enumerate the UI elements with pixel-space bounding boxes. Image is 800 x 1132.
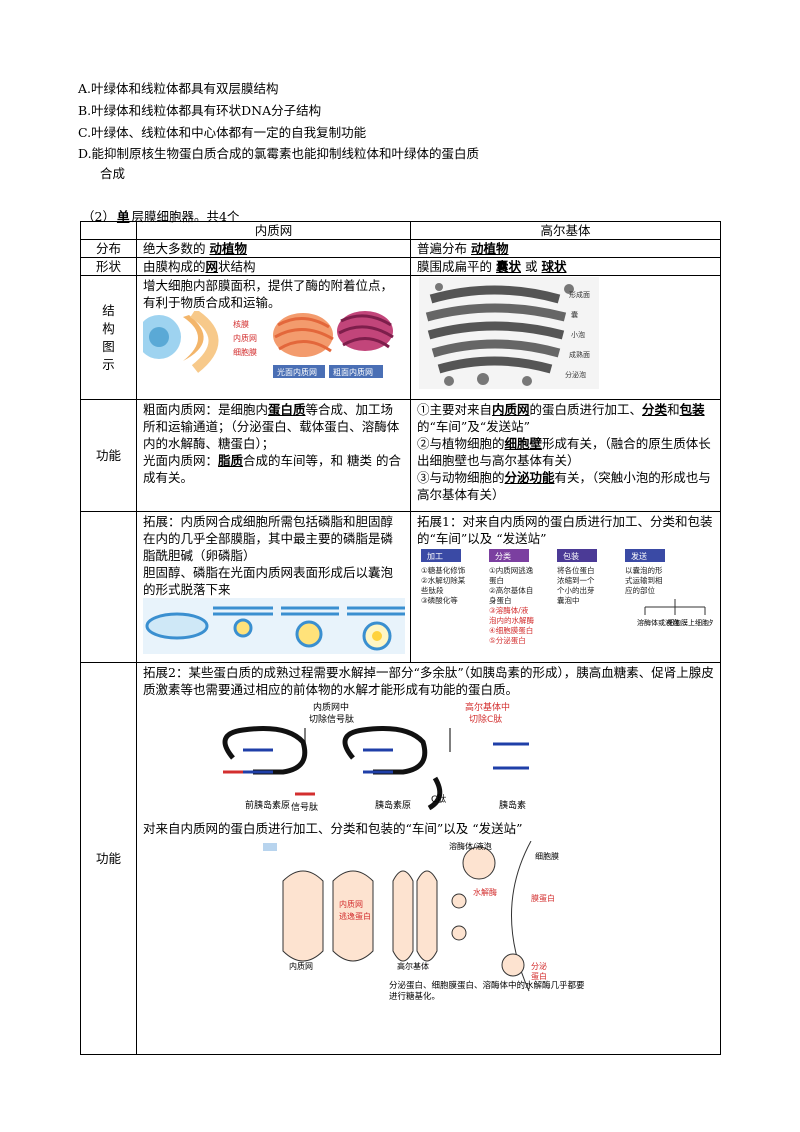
option-c: C.叶绿体、线粒体和中心体都有一定的自我复制功能 (78, 125, 367, 140)
target-membrane: 细胞膜上 (667, 618, 695, 627)
golgi-label-4: 分泌泡 (565, 370, 586, 379)
fig-label-membrane-protein: 膜蛋白 (531, 893, 555, 903)
er-expansion: 拓展：内质网合成细胞所需包括磷脂和胆固醇在内的几乎全部膜脂，其中最主要的磷脂是磷… (136, 511, 411, 663)
process-box-line: 应的部位 (625, 585, 655, 595)
option-a: A.叶绿体和线粒体都具有双层膜结构 (78, 81, 279, 96)
process-box-title: 包装 (563, 551, 579, 561)
row-label-shape: 形状 (80, 257, 137, 276)
fig-label-cellmembrane: 细胞膜 (535, 851, 559, 861)
header-blank (80, 221, 137, 240)
golgi-transport-diagram: 溶酶体/液泡 细胞膜 内质网 逃逸蛋白 水解酶 膜蛋白 分泌 蛋白 内质网 高尔… (263, 840, 559, 992)
fig-label-secreted-2: 蛋白 (531, 971, 547, 981)
process-box-header (557, 549, 597, 562)
er-label-nuclear: 核膜 (233, 319, 249, 329)
process-box-header (625, 549, 665, 562)
process-box-line: 浓缩到一个 (557, 575, 595, 585)
target-lysosome: 溶酶体或液泡 (637, 618, 679, 627)
label-proinsulin: 胰岛素原 (375, 799, 411, 811)
fig-label-secreted-1: 分泌 (531, 961, 547, 971)
process-box-line: ④细胞膜蛋白 (489, 625, 533, 635)
fig-label-lysosome: 溶酶体/液泡 (449, 841, 492, 851)
label-c-peptide: C肽 (431, 793, 446, 805)
er-distribution: 绝大多数的 动植物 (136, 239, 411, 258)
process-box-line: 个小的出芽 (557, 585, 595, 595)
row-label-structure: 结构图示 (80, 275, 137, 400)
insulin-diagram: 内质网中 切除信号肽 高尔基体中 切除C肽 前胰岛素原 信号肽 胰岛素原 C肽 … (222, 701, 529, 813)
fig-label-er-bottom: 内质网 (289, 961, 313, 971)
process-box-line: ③溶酶体/液 (489, 605, 529, 615)
organelle-table: 内质网 高尔基体 分布 绝大多数的 动植物 普遍分布 动植物 形状 由膜构成的网… (80, 221, 723, 1055)
target-outside: 细胞外面 (695, 618, 713, 627)
process-box-line: 式运输到相 (625, 575, 663, 585)
process-box-line: 些肽段 (421, 585, 444, 595)
process-box-header (421, 549, 461, 562)
row-label-distribution: 分布 (80, 239, 137, 258)
section-heading: （2）单层膜细胞器。共4个 (82, 209, 240, 224)
process-box-title: 发送 (631, 551, 647, 561)
insulin-step2-a: 高尔基体中 (465, 701, 510, 713)
process-box-line: 泡内的水解酶 (489, 615, 534, 625)
er-diagram: 核膜 内质网 细胞膜 光面内质网 粗面内质网 (137, 308, 394, 378)
golgi-shape: 膜围成扁平的 囊状 或 球状 (410, 257, 721, 276)
er-label-membrane: 细胞膜 (233, 347, 257, 357)
golgi-expansion: 拓展1：对来自内质网的蛋白质进行加工、分类和包装的“车间”以及 “发送站” 加工… (410, 511, 723, 663)
process-box-line: ②水解切除某 (421, 575, 466, 585)
process-box-line: 身蛋白 (489, 595, 512, 605)
insulin-step1-a: 内质网中 (313, 701, 349, 713)
insulin-step2-b: 切除C肽 (469, 713, 502, 725)
er-shape: 由膜构成的网状结构 (136, 257, 411, 276)
golgi-label-1: 囊 (571, 310, 578, 319)
label-insulin: 胰岛素 (499, 799, 526, 811)
option-d-cont: 合成 (100, 166, 126, 181)
golgi-distribution: 普遍分布 动植物 (410, 239, 721, 258)
fig-label-golgi-bottom: 高尔基体 (397, 961, 429, 971)
golgi-label-2: 小泡 (571, 330, 585, 339)
insulin-step1-b: 切除信号肽 (309, 713, 354, 725)
process-box-line: 以囊泡的形 (625, 565, 663, 575)
process-box-title: 分类 (495, 551, 511, 561)
process-box-line: ①糖基化修饰 (421, 565, 466, 575)
header-er: 内质网 (136, 221, 411, 240)
fig-label-er: 内质网 (339, 899, 363, 909)
process-box-header (489, 549, 529, 562)
row-label-function-2: 功能 (80, 662, 137, 1055)
label-signal: 信号肽 (291, 801, 318, 813)
function2-cell: 拓展2：某些蛋白质的成熟过程需要水解掉一部分“多余肽”（如胰岛素的形成），胰高血… (136, 662, 721, 1055)
golgi-label-0: 形成面 (569, 290, 590, 299)
golgi-caption: 分泌蛋白、细胞膜蛋白、溶酶体中的水解酶几乎都要进行糖基化。 (389, 981, 585, 1002)
er-label-er: 内质网 (233, 333, 257, 343)
er-structure: 增大细胞内部膜面积，提供了酶的附着位点，有利于物质合成和运输。 核膜 内质网 细… (136, 275, 411, 400)
process-box-line: ②高尔基体自 (489, 585, 533, 595)
function2-mid-text: 对来自内质网的蛋白质进行加工、分类和包装的“车间”以及 “发送站” (143, 821, 523, 836)
er-function: 粗面内质网：是细胞内蛋白质等合成、加工场所和运输通道；（分泌蛋白、载体蛋白、溶酶… (136, 399, 411, 512)
label-preproinsulin: 前胰岛素原 (245, 799, 290, 811)
process-box-line: 将各位蛋白 (557, 565, 595, 575)
vesicle-diagram (143, 598, 405, 654)
golgi-structure: 形成面 囊 小泡 成熟面 分泌泡 (410, 275, 721, 400)
tag-smooth-er: 光面内质网 (277, 367, 317, 377)
row-label-function: 功能 (80, 399, 137, 512)
golgi-function: ①主要对来自内质网的蛋白质进行加工、分类和包装的“车间”及“发送站” ②与植物细… (410, 399, 721, 512)
golgi-diagram: 形成面 囊 小泡 成熟面 分泌泡 (419, 277, 599, 389)
option-d: D.能抑制原核生物蛋白质合成的氯霉素也能抑制线粒体和叶绿体的蛋白质 (78, 146, 480, 161)
process-box-line: ①内质网逃逸 (489, 565, 534, 575)
process-box-line: 囊泡中 (557, 595, 580, 605)
option-b: B.叶绿体和线粒体都具有环状DNA分子结构 (78, 103, 322, 118)
fig-label-hydrolase: 水解酶 (473, 887, 497, 897)
process-box-line: ③磷酸化等 (421, 595, 458, 605)
process-box-title: 加工 (427, 551, 443, 561)
fig-label-escape: 逃逸蛋白 (339, 911, 371, 921)
expansion-label-blank (80, 511, 137, 663)
process-box-line: ⑤分泌蛋白 (489, 635, 526, 645)
process-box-line: 蛋白 (489, 575, 504, 585)
header-golgi: 高尔基体 (410, 221, 721, 240)
tag-rough-er: 粗面内质网 (333, 367, 373, 377)
golgi-label-3: 成熟面 (569, 350, 590, 359)
